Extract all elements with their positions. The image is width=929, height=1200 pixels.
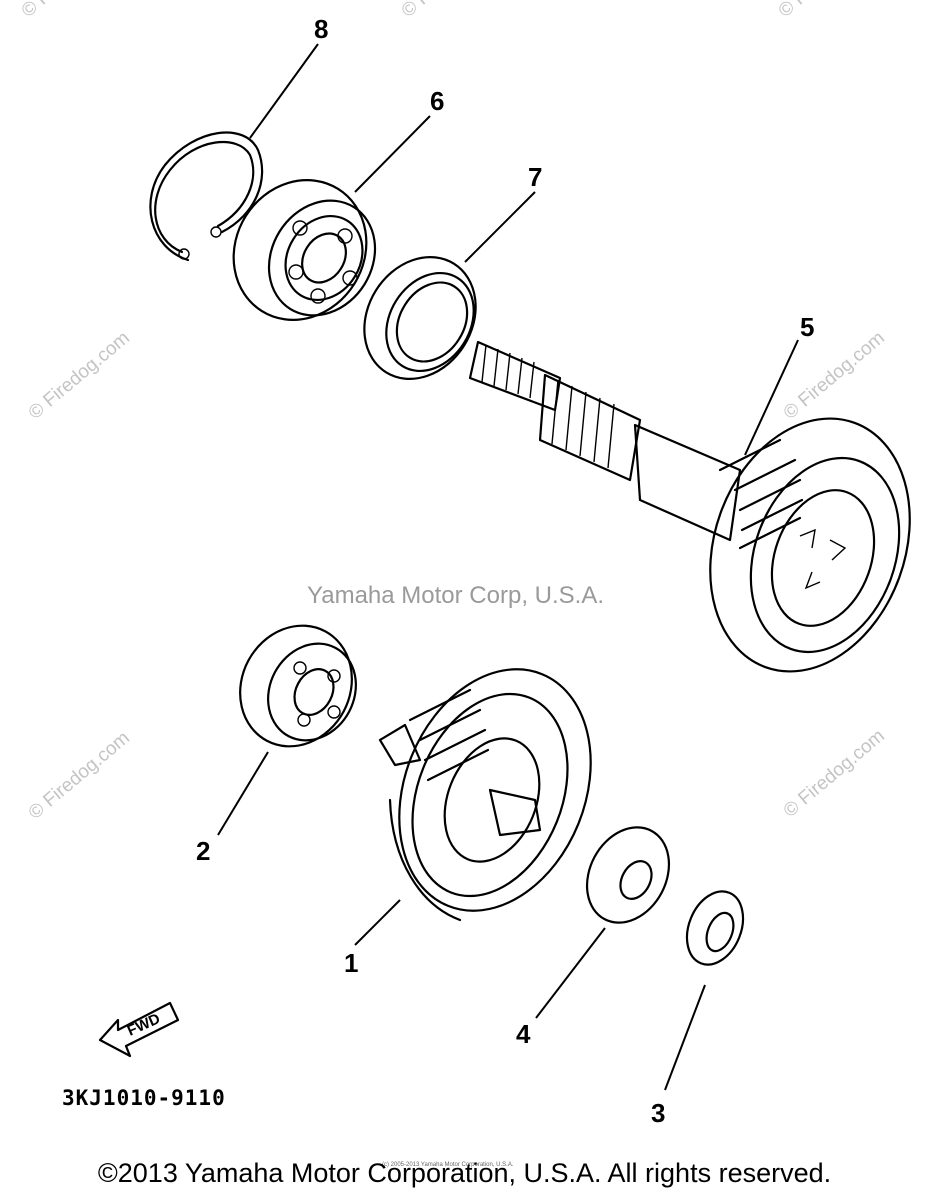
leader-6 bbox=[354, 115, 431, 193]
copyright-footer: ©2013 Yamaha Motor Corporation, U.S.A. A… bbox=[97, 1158, 832, 1188]
callout-8: 8 bbox=[314, 14, 328, 44]
watermark-site: © Firedog.com bbox=[780, 725, 889, 821]
leader-3 bbox=[664, 984, 706, 1091]
watermark-fine-print: (c) 2005-2013 Yamaha Motor Corporation, … bbox=[382, 1162, 514, 1168]
watermark-site: © Firedog.com bbox=[18, 0, 127, 22]
watermark-site: © Firedog.com bbox=[775, 0, 884, 22]
part-circlip bbox=[149, 131, 264, 262]
leader-1 bbox=[354, 899, 401, 946]
leader-4 bbox=[535, 927, 606, 1019]
part-code: 3KJ1010-9110 bbox=[62, 1086, 226, 1110]
callout-1: 1 bbox=[344, 948, 358, 978]
callout-numbers: 8 6 7 5 2 1 4 3 bbox=[196, 14, 814, 1128]
part-oil-seal bbox=[363, 256, 477, 380]
callout-6: 6 bbox=[430, 86, 444, 116]
callout-7: 7 bbox=[528, 162, 542, 192]
callout-4: 4 bbox=[516, 1019, 531, 1049]
leader-8 bbox=[249, 43, 319, 139]
watermark-center: Yamaha Motor Corp, U.S.A. bbox=[307, 582, 604, 609]
part-bearing-upper bbox=[232, 179, 377, 321]
part-washer-large bbox=[585, 826, 671, 924]
callout-5: 5 bbox=[800, 312, 814, 342]
part-gear-assembly bbox=[378, 668, 592, 922]
leader-7 bbox=[464, 191, 536, 263]
fwd-arrow-icon: FWD bbox=[98, 1001, 180, 1058]
callout-3: 3 bbox=[651, 1098, 665, 1128]
part-bearing-lower bbox=[239, 624, 357, 748]
part-washer-small bbox=[685, 890, 745, 966]
watermark-site: © Firedog.com bbox=[398, 0, 507, 22]
watermark-site: © Firedog.com bbox=[25, 327, 134, 423]
watermark-site: © Firedog.com bbox=[25, 727, 134, 823]
leader-5 bbox=[744, 339, 799, 456]
leader-2 bbox=[217, 751, 269, 836]
site-watermarks: © Firedog.com © Firedog.com © Firedog.co… bbox=[18, 0, 889, 824]
part-shaft-gear bbox=[468, 340, 911, 673]
callout-2: 2 bbox=[196, 836, 210, 866]
callout-leaders bbox=[217, 43, 799, 1091]
